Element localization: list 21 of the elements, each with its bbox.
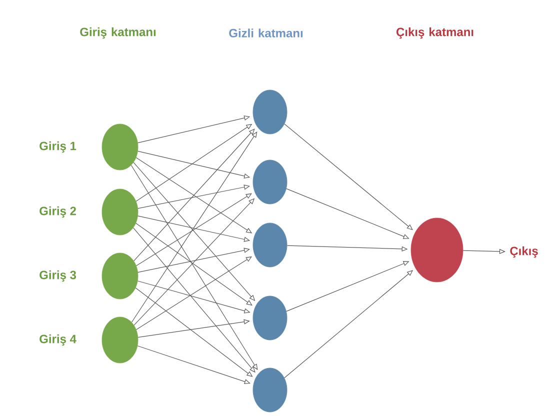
arrow bbox=[134, 128, 255, 262]
input-neuron bbox=[102, 252, 138, 300]
input-neuron bbox=[102, 188, 138, 236]
output-label: Çıkış bbox=[510, 246, 538, 258]
layer-heading: Gizli katmanı bbox=[229, 28, 302, 38]
input-label: Giriş 4 bbox=[40, 334, 76, 346]
output-neuron bbox=[410, 218, 464, 282]
hidden-neuron bbox=[252, 368, 288, 412]
input-neuron bbox=[102, 124, 138, 170]
input-label: Giriş 1 bbox=[40, 141, 76, 153]
hidden-neuron bbox=[252, 222, 288, 268]
input-neuron bbox=[102, 316, 138, 364]
hidden-neuron bbox=[252, 90, 288, 134]
layer-heading: Çıkış katmanı bbox=[396, 27, 474, 39]
layer-heading: Giriş katmanı bbox=[80, 27, 156, 39]
hidden-neuron bbox=[252, 296, 288, 340]
arrow bbox=[137, 346, 250, 384]
input-label: Giriş 2 bbox=[40, 206, 76, 218]
input-label: Giriş 3 bbox=[40, 270, 76, 282]
hidden-neuron bbox=[252, 160, 288, 204]
arrow bbox=[136, 193, 252, 266]
